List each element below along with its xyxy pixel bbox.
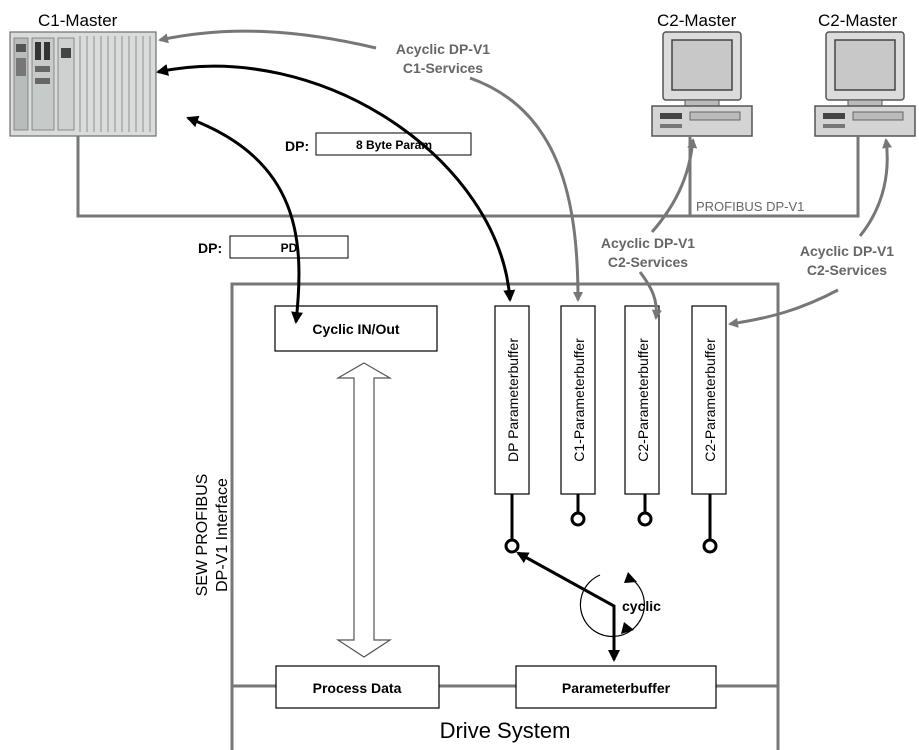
pd-telegram-label: PD	[281, 241, 298, 255]
c2-master-right-computer-icon	[815, 32, 915, 136]
c1-services-label-line1: Acyclic DP-V1	[396, 41, 490, 57]
c1-parameterbuffer-label: C1-Parameterbuffer	[571, 338, 587, 462]
process-data-double-arrow	[338, 363, 390, 657]
c2b-buffer-contact	[704, 540, 716, 552]
c1-services-label-line2: C1-Services	[403, 60, 483, 76]
dp-param-arrow	[158, 66, 510, 300]
c2-master-left-computer-icon	[652, 32, 752, 136]
c2a-services-arrow-to-master	[652, 140, 693, 232]
param-telegram-prefix: DP:	[285, 138, 309, 154]
c2-master-right-label: C2-Master	[818, 11, 898, 30]
process-data-label: Process Data	[313, 680, 402, 696]
parameterbuffer-label: Parameterbuffer	[562, 680, 671, 696]
c2a-services-label-line1: Acyclic DP-V1	[601, 235, 695, 251]
cyclic-rotation-arrowhead-top	[624, 572, 637, 583]
c1-services-arrow-to-master	[160, 31, 376, 48]
c2b-services-label-line1: Acyclic DP-V1	[800, 243, 894, 259]
c2a-services-label-line2: C2-Services	[608, 254, 688, 270]
cyclic-io-label: Cyclic IN/Out	[312, 321, 399, 337]
c2b-services-label-line2: C2-Services	[807, 262, 887, 278]
interface-label-line2: DP-V1 Interface	[214, 478, 231, 592]
c1-buffer-contact	[572, 513, 584, 525]
drive-system-label: Drive System	[440, 718, 571, 743]
c1-master-label: C1-Master	[38, 11, 118, 30]
cyclic-switch-arm	[518, 553, 614, 660]
dp-parameterbuffer-label: DP Parameterbuffer	[505, 338, 521, 462]
c1-master-plc-icon	[10, 32, 156, 136]
cyclic-label: cyclic	[622, 598, 661, 614]
c2-master-left-label: C2-Master	[657, 11, 737, 30]
c2-parameterbuffer-label-b: C2-Parameterbuffer	[702, 338, 718, 462]
param-telegram-label: 8 Byte Param	[356, 138, 432, 152]
pd-cyclic-arrow	[188, 118, 299, 322]
dp-buffer-contact	[506, 540, 518, 552]
interface-label-line1: SEW PROFIBUS	[194, 474, 211, 597]
pd-telegram-prefix: DP:	[198, 240, 222, 256]
c2a-buffer-contact	[639, 513, 651, 525]
c1-services-arrow-to-buffer	[470, 78, 578, 300]
c2b-services-arrow-to-master	[860, 140, 887, 236]
profibus-bus-label: PROFIBUS DP-V1	[696, 199, 804, 214]
c2b-services-arrow-to-buffer	[730, 290, 838, 324]
c2-parameterbuffer-label-a: C2-Parameterbuffer	[635, 338, 651, 462]
